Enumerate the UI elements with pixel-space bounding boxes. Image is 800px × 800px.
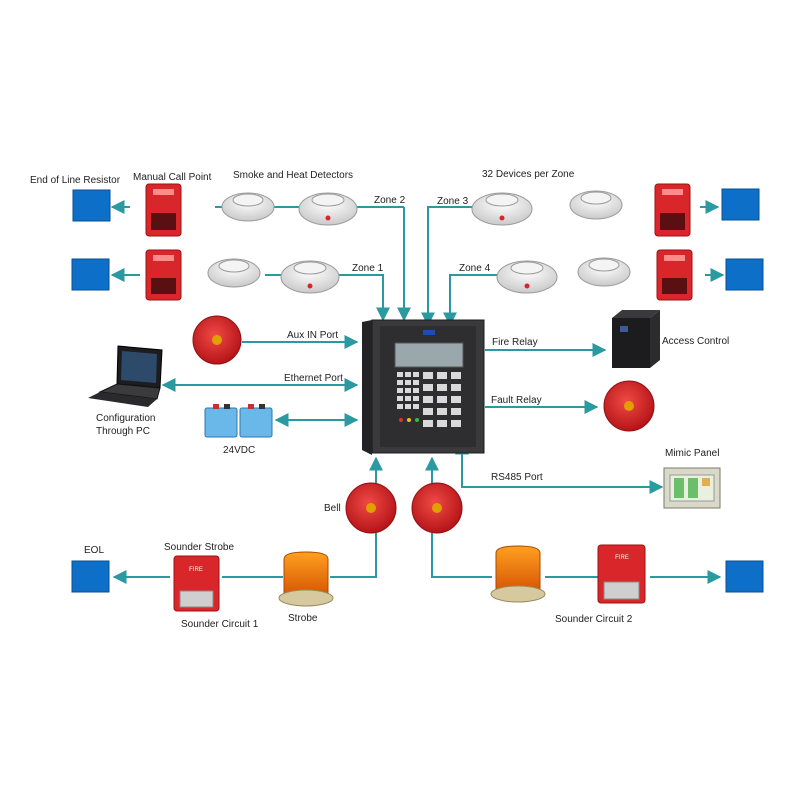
label-fire-relay: Fire Relay <box>492 337 538 348</box>
label-aux-in-port: Aux IN Port <box>287 330 338 341</box>
label-zone3: Zone 3 <box>437 196 469 207</box>
smoke-detector-icon <box>221 192 275 222</box>
battery-icon <box>204 404 273 438</box>
eol-box-sc2 <box>725 560 764 593</box>
label-fault-relay: Fault Relay <box>491 395 542 406</box>
smoke-detector-icon <box>496 260 558 294</box>
smoke-detector-icon <box>569 190 623 220</box>
eol-box-zone3 <box>721 188 760 221</box>
eol-box-zone4 <box>725 258 764 291</box>
strobe-sc1 <box>278 551 334 607</box>
label-through-pc: Through PC <box>96 426 150 437</box>
fire-badge-text: FIRE <box>189 567 203 573</box>
label-bell: Bell <box>324 503 341 514</box>
label-zone4: Zone 4 <box>459 263 491 274</box>
label-sounder-circuit-1: Sounder Circuit 1 <box>181 619 259 630</box>
label-smoke-heat-detectors: Smoke and Heat Detectors <box>233 170 353 181</box>
label-rs485-port: RS485 Port <box>491 472 543 483</box>
label-strobe: Strobe <box>288 613 318 624</box>
smoke-detector-icon <box>577 257 631 287</box>
bell-sc2 <box>411 482 463 534</box>
smoke-detector-icon <box>207 258 261 288</box>
smoke-detector-icon <box>471 192 533 226</box>
label-eol: EOL <box>84 545 104 556</box>
sounder-circuit2-line <box>431 533 492 578</box>
label-manual-call-point: Manual Call Point <box>133 172 212 183</box>
rs485-line <box>455 440 664 494</box>
label-devices-per-zone: 32 Devices per Zone <box>482 169 575 180</box>
label-sounder-strobe: Sounder Strobe <box>164 542 234 553</box>
eol-box-zone2 <box>72 189 111 222</box>
panel-buttons <box>397 372 461 427</box>
label-zone1: Zone 1 <box>352 263 384 274</box>
label-24vdc: 24VDC <box>223 445 255 456</box>
connection-lines <box>110 200 725 584</box>
diagram-labels: End of Line Resistor Manual Call Point S… <box>30 169 729 630</box>
smoke-detectors <box>207 190 631 294</box>
eol-box-sc1 <box>71 560 110 593</box>
laptop-icon <box>88 345 163 407</box>
eol-boxes <box>71 188 764 593</box>
bell-fault-relay <box>603 380 655 432</box>
access-control-icon <box>612 310 660 368</box>
manual-call-point-zone4 <box>656 249 693 301</box>
eol-box-zone1 <box>71 258 110 291</box>
label-ethernet-port: Ethernet Port <box>284 373 343 384</box>
label-sounder-circuit-2: Sounder Circuit 2 <box>555 614 633 625</box>
sounder-circuit1-line <box>330 533 377 578</box>
manual-call-point-zone2 <box>145 183 182 237</box>
smoke-detector-icon <box>280 260 340 294</box>
sounder-strobe-sc2: FIRE <box>597 544 646 604</box>
label-access-control: Access Control <box>662 336 729 347</box>
fire-alarm-control-panel <box>362 319 485 455</box>
label-zone2: Zone 2 <box>374 195 406 206</box>
fire-badge-text: FIRE <box>615 555 629 561</box>
manual-call-point-zone3 <box>654 183 691 237</box>
manual-call-point-zone1 <box>145 249 182 301</box>
sounder-strobe-sc1: FIRE <box>173 555 220 612</box>
bell-aux-in <box>192 315 242 365</box>
bell-sc1 <box>345 482 397 534</box>
zone4-line <box>443 274 497 327</box>
label-configuration: Configuration <box>96 413 155 424</box>
smoke-detector-icon <box>298 192 358 226</box>
mimic-panel-icon <box>663 467 721 509</box>
zone3-line <box>421 206 472 327</box>
label-end-of-line-resistor: End of Line Resistor <box>30 175 121 186</box>
label-mimic-panel: Mimic Panel <box>665 448 719 459</box>
strobe-sc2 <box>490 545 546 603</box>
